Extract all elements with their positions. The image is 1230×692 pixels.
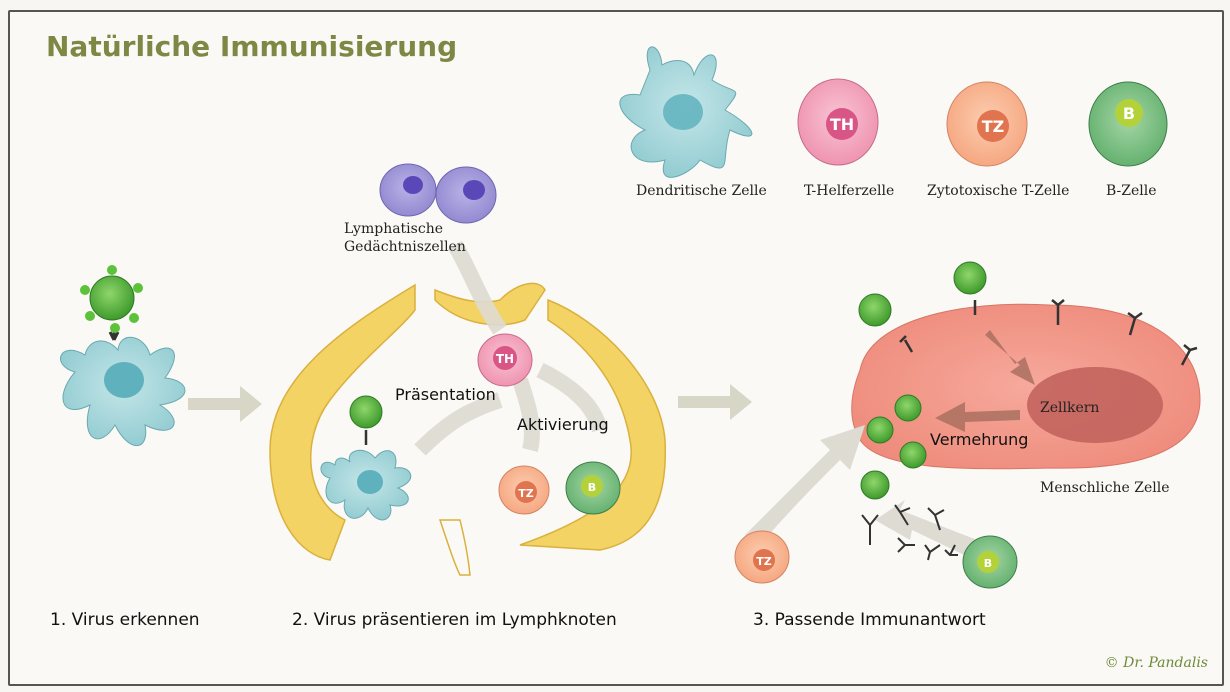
b-symbol-response: B xyxy=(984,557,992,570)
response-arrow-tz xyxy=(745,425,865,545)
step-1-label: 1. Virus erkennen xyxy=(50,610,200,630)
legend-cytotoxic-t-cell-icon: TZ xyxy=(946,81,1028,167)
memory-label-line1: Lymphatische xyxy=(344,221,443,237)
th-symbol-small: TH xyxy=(496,352,514,366)
b-symbol-small: B xyxy=(588,481,596,494)
arrow-step1-to-step2 xyxy=(188,386,262,422)
virus-icons xyxy=(858,261,987,500)
lymph-node-icon xyxy=(269,282,667,576)
human-cell-label: Menschliche Zelle xyxy=(1040,480,1170,496)
legend-t-helper-cell-icon: TH xyxy=(797,78,879,166)
replication-label: Vermehrung xyxy=(930,430,1029,449)
step-2-label: 2. Virus präsentieren im Lymphknoten xyxy=(292,610,617,630)
legend-label-t-helper: T-Helferzelle xyxy=(804,183,895,199)
th-symbol: TH xyxy=(830,115,854,134)
cytotoxic-t-cell-in-node-icon: TZ xyxy=(498,465,550,515)
t-helper-cell-in-node-icon: TH xyxy=(477,333,533,387)
tz-symbol-small: TZ xyxy=(518,487,534,500)
step-3-label: 3. Passende Immunantwort xyxy=(753,610,986,630)
legend-b-cell-icon: B xyxy=(1088,81,1168,167)
legend-label-dendritic: Dendritische Zelle xyxy=(636,183,767,199)
b-cell-in-node-icon: B xyxy=(565,461,621,515)
page-title: Natürliche Immunisierung xyxy=(46,30,458,63)
legend-label-b-cell: B-Zelle xyxy=(1106,183,1157,199)
tz-symbol-response: TZ xyxy=(756,555,772,568)
cytotoxic-t-cell-response-icon: TZ xyxy=(734,530,790,584)
step1-dendritic-cell-with-virus-icon xyxy=(60,265,186,447)
step2-dendritic-cell-with-virus-icon xyxy=(320,395,412,521)
memory-label-line2: Gedächtniszellen xyxy=(344,239,466,255)
tz-symbol: TZ xyxy=(982,117,1005,136)
legend-label-cytotoxic: Zytotoxische T-Zelle xyxy=(927,183,1070,199)
presentation-label: Präsentation xyxy=(395,385,496,404)
receptor-icons xyxy=(899,299,1198,366)
copyright-signature: © Dr. Pandalis xyxy=(1104,655,1208,671)
arrow-step2-to-step3 xyxy=(678,384,752,420)
activation-label: Aktivierung xyxy=(517,415,609,434)
b-cell-response-icon: B xyxy=(962,535,1018,589)
memory-cells-icon xyxy=(379,163,497,224)
legend-dendritic-cell-icon xyxy=(619,46,753,178)
antibody-icons xyxy=(861,504,958,561)
nucleus-label: Zellkern xyxy=(1040,400,1100,416)
nucleus-icon xyxy=(1027,367,1163,443)
memory-cells-label: Lymphatische Gedächtniszellen xyxy=(344,220,466,256)
human-cell-icon xyxy=(851,303,1201,470)
b-symbol: B xyxy=(1123,104,1135,123)
activation-arrows xyxy=(414,240,608,456)
